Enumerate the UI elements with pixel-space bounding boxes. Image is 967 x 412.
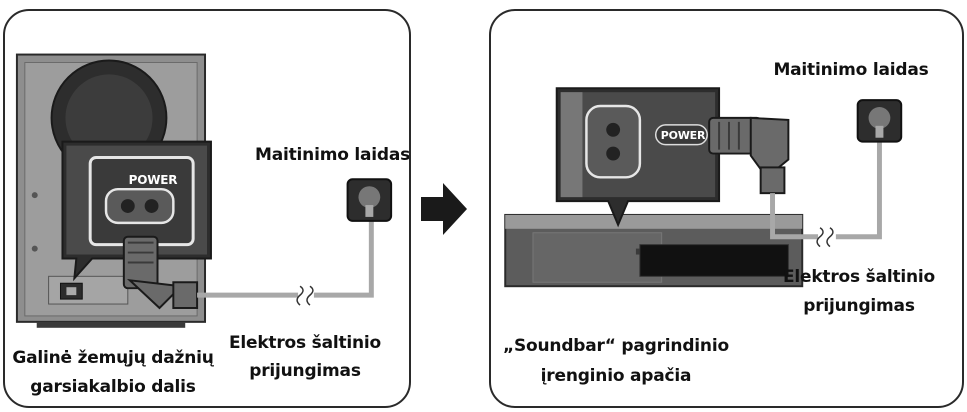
- power-cable: [770, 193, 819, 240]
- power-port-label: POWER: [660, 129, 706, 142]
- right-panel: POWER Maitinimo laidas Elektros šaltinio…: [489, 9, 964, 408]
- soundbar-connection-illustration: [504, 87, 903, 288]
- power-cord-label: Maitinimo laidas: [773, 60, 929, 80]
- left-panel: POWER Maitinimo laidas Elektros šaltinio…: [3, 9, 411, 408]
- subwoofer-caption-line2: garsiakalbio dalis: [30, 377, 196, 397]
- power-port-label: POWER: [128, 173, 178, 187]
- power-source-label-line1: Elektros šaltinio: [782, 267, 936, 287]
- power-tag: [654, 124, 708, 146]
- power-source-label-line2: prijungimas: [249, 361, 361, 381]
- subwoofer-connection-illustration: [15, 53, 393, 328]
- soundbar-caption-line2: įrenginio apačia: [540, 366, 692, 386]
- soundbar-caption-line1: „Soundbar“ pagrindinio: [503, 336, 729, 356]
- power-cord-label: Maitinimo laidas: [255, 145, 411, 165]
- power-socket: [585, 104, 642, 179]
- right-arrow-icon: [421, 183, 467, 235]
- subwoofer-caption-line1: Galinė žemųjų dažnių: [12, 348, 214, 368]
- power-source-label-line1: Elektros šaltinio: [228, 333, 382, 353]
- power-source-label-line2: prijungimas: [803, 296, 915, 316]
- power-socket: [104, 187, 175, 225]
